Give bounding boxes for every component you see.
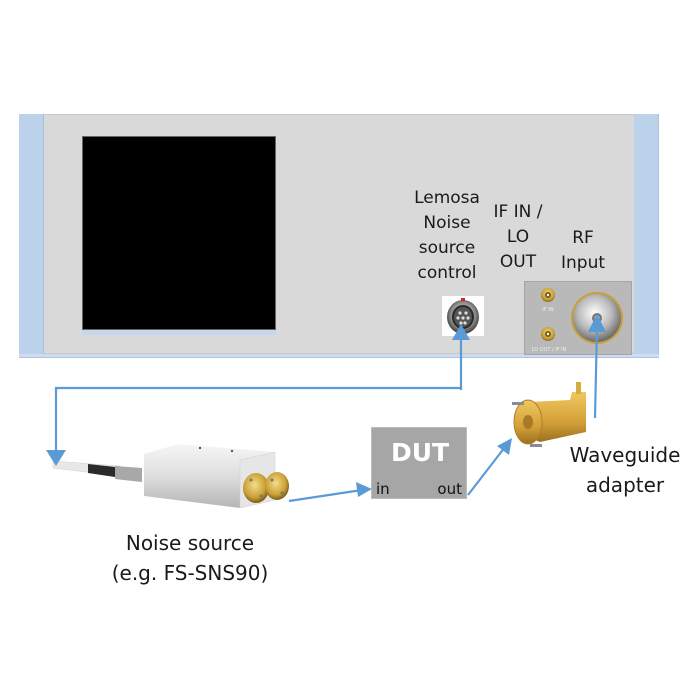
if-lo-port-label: IF IN / LO OUT (486, 200, 550, 275)
rack-rail-left (19, 114, 44, 358)
label-line: Input (560, 253, 606, 273)
if-in-connector-label: IF IN (542, 307, 553, 313)
dut-title: DUT (390, 438, 450, 467)
rack-rail-right (634, 114, 659, 358)
caption-line: Noise source (125, 531, 255, 555)
rf-port-label: RF Input (548, 226, 618, 276)
caption-line: (e.g. FS-SNS90) (111, 561, 269, 585)
noise-source-cable (52, 460, 142, 482)
arrowhead-noise-source (46, 450, 66, 466)
caption-line: adapter (585, 473, 665, 497)
display-shadow (82, 330, 276, 335)
noise-source-image (52, 444, 289, 509)
label-line: LO (506, 227, 530, 247)
lemosa-port-label: Lemosa Noise source control (403, 186, 491, 286)
dut-in-label: in (376, 480, 390, 498)
noise-source-caption: Noise source (e.g. FS-SNS90) (60, 528, 320, 588)
lo-out-connector-icon[interactable] (541, 327, 555, 341)
label-line: IF IN / (493, 202, 543, 222)
instrument-display (82, 136, 276, 330)
arrowhead-rf-input (588, 314, 606, 332)
label-line: RF (572, 228, 594, 248)
label-line: control (417, 263, 477, 283)
label-line: Lemosa (414, 188, 480, 208)
arrow-dut-out-to-waveguide (467, 446, 506, 496)
arrow-lemosa-to-noise-source (54, 386, 463, 458)
arrowhead-dut-in (356, 482, 372, 497)
arrowhead-lemosa (452, 324, 470, 340)
if-in-connector-icon[interactable] (541, 288, 555, 302)
lo-out-connector-label: LO OUT / IF IN (532, 347, 567, 353)
panel-bottom-edge (19, 354, 659, 358)
arrow-waveguide-to-rf-input (593, 325, 599, 419)
caption-line: Waveguide (569, 443, 681, 467)
waveguide-adapter-caption: Waveguide adapter (555, 440, 695, 500)
dut-box: DUT in out (371, 427, 467, 499)
arrow-noise-source-to-dut-in (288, 488, 363, 503)
label-line: source (418, 238, 476, 258)
arrowhead-waveguide (497, 438, 512, 455)
waveguide-adapter-image (512, 382, 586, 447)
lemosa-connector-icon (447, 298, 479, 334)
label-line: Noise (423, 213, 471, 233)
label-line: OUT (499, 252, 537, 272)
noise-source-connector (243, 472, 289, 503)
dut-out-label: out (437, 480, 462, 498)
